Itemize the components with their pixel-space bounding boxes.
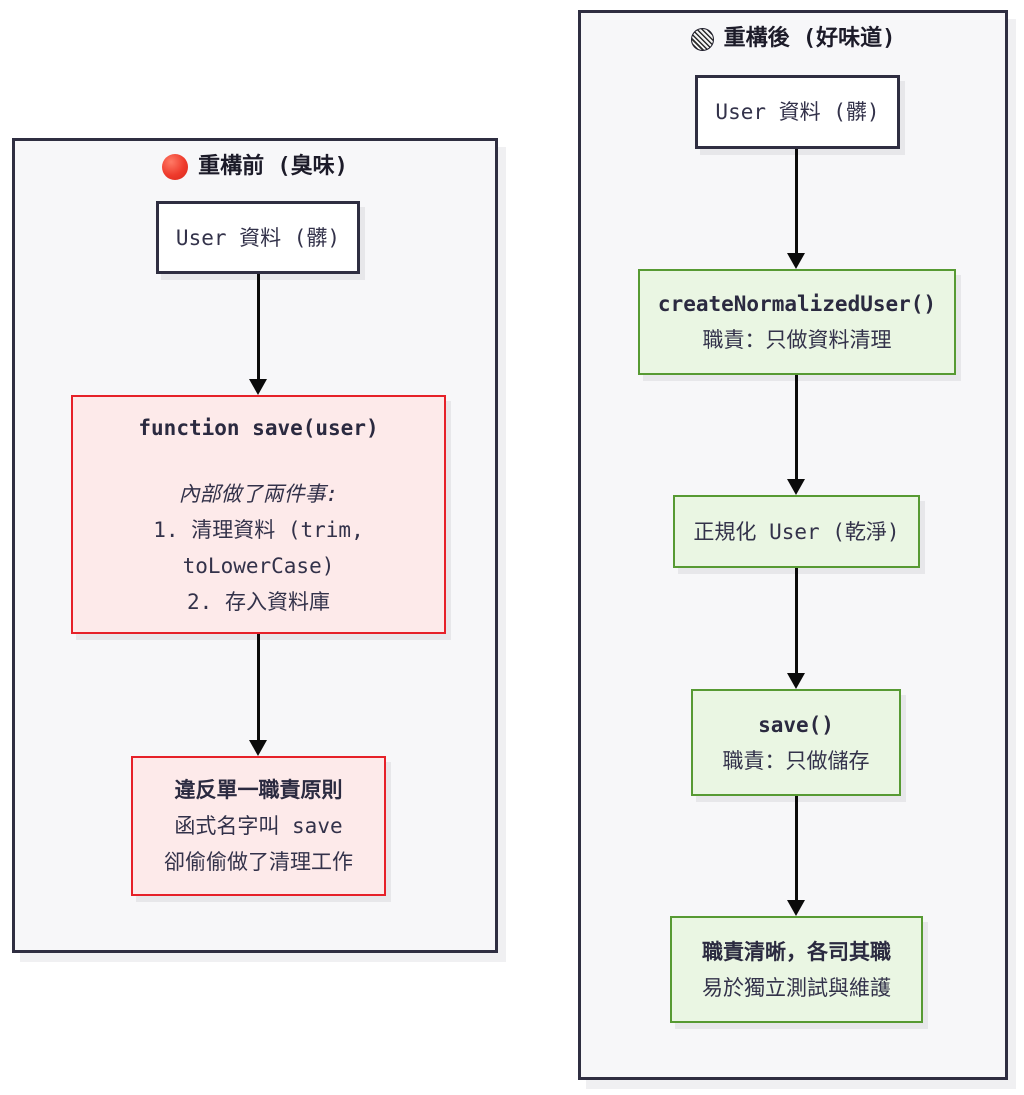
arrow-head-icon <box>249 740 267 756</box>
panel-before-refactor: 重構前 (臭味) User 資料 (髒) function save(user)… <box>12 138 498 953</box>
node-note: 內部做了兩件事: <box>178 481 339 506</box>
node-clear-responsibility: 職責清晰，各司其職 易於獨立測試與維護 <box>670 916 923 1023</box>
node-line: 2. 存入資料庫 <box>187 589 330 614</box>
panel-after-title: 重構後 (好味道) <box>581 22 1005 56</box>
node-label: User 資料 (髒) <box>715 100 880 124</box>
arrow-head-icon <box>787 673 805 689</box>
node-line: toLowerCase) <box>182 553 335 578</box>
arrow-shaft <box>256 274 260 381</box>
node-label: 正規化 User (乾淨) <box>693 519 900 544</box>
node-line: 函式名字叫 save <box>174 814 343 838</box>
node-title: createNormalizedUser() <box>657 292 937 316</box>
node-create-normalized-user: createNormalizedUser() 職責：只做資料清理 <box>638 269 956 375</box>
panel-before-title: 重構前 (臭味) <box>15 150 495 184</box>
node-user-dirty-after: User 資料 (髒) <box>695 75 900 149</box>
node-subtitle: 職責：只做資料清理 <box>702 328 892 352</box>
node-subtitle: 易於獨立測試與維護 <box>702 975 891 1000</box>
node-title: function save(user) <box>138 415 379 440</box>
red-circle-icon <box>162 154 189 180</box>
arrow-head-icon <box>787 253 805 269</box>
node-function-save: function save(user) 內部做了兩件事: 1. 清理資料 (tr… <box>71 395 446 634</box>
arrow-shaft <box>794 568 798 675</box>
flow-arrow <box>787 796 805 916</box>
flow-arrow <box>249 634 267 756</box>
arrow-head-icon <box>787 900 805 916</box>
arrow-head-icon <box>249 379 267 395</box>
hatched-circle-icon <box>690 27 714 51</box>
arrow-shaft <box>794 375 798 481</box>
arrow-shaft <box>794 796 798 902</box>
arrow-head-icon <box>787 479 805 495</box>
node-title: save() <box>758 712 834 737</box>
panel-after-title-text: 重構後 (好味道) <box>723 26 896 51</box>
flow-arrow <box>787 149 805 269</box>
flow-arrow <box>249 274 267 395</box>
node-title: 違反單一職責原則 <box>174 778 343 802</box>
node-save: save() 職責：只做儲存 <box>691 689 901 796</box>
node-label: User 資料 (髒) <box>175 225 341 250</box>
panel-before-title-text: 重構前 (臭味) <box>198 154 348 179</box>
node-user-dirty-before: User 資料 (髒) <box>156 201 360 274</box>
arrow-shaft <box>256 634 260 742</box>
node-subtitle: 職責：只做儲存 <box>722 748 870 773</box>
node-line: 卻偷偷做了清理工作 <box>164 850 353 874</box>
node-title: 職責清晰，各司其職 <box>702 939 891 964</box>
node-line: 1. 清理資料 (trim, <box>153 517 364 542</box>
flow-arrow <box>787 375 805 495</box>
arrow-shaft <box>794 149 798 255</box>
panel-after-refactor: 重構後 (好味道) User 資料 (髒) createNormalizedUs… <box>578 10 1008 1080</box>
node-normalized-user: 正規化 User (乾淨) <box>673 495 920 568</box>
node-srp-violation: 違反單一職責原則 函式名字叫 save 卻偷偷做了清理工作 <box>131 756 386 896</box>
flow-arrow <box>787 568 805 689</box>
